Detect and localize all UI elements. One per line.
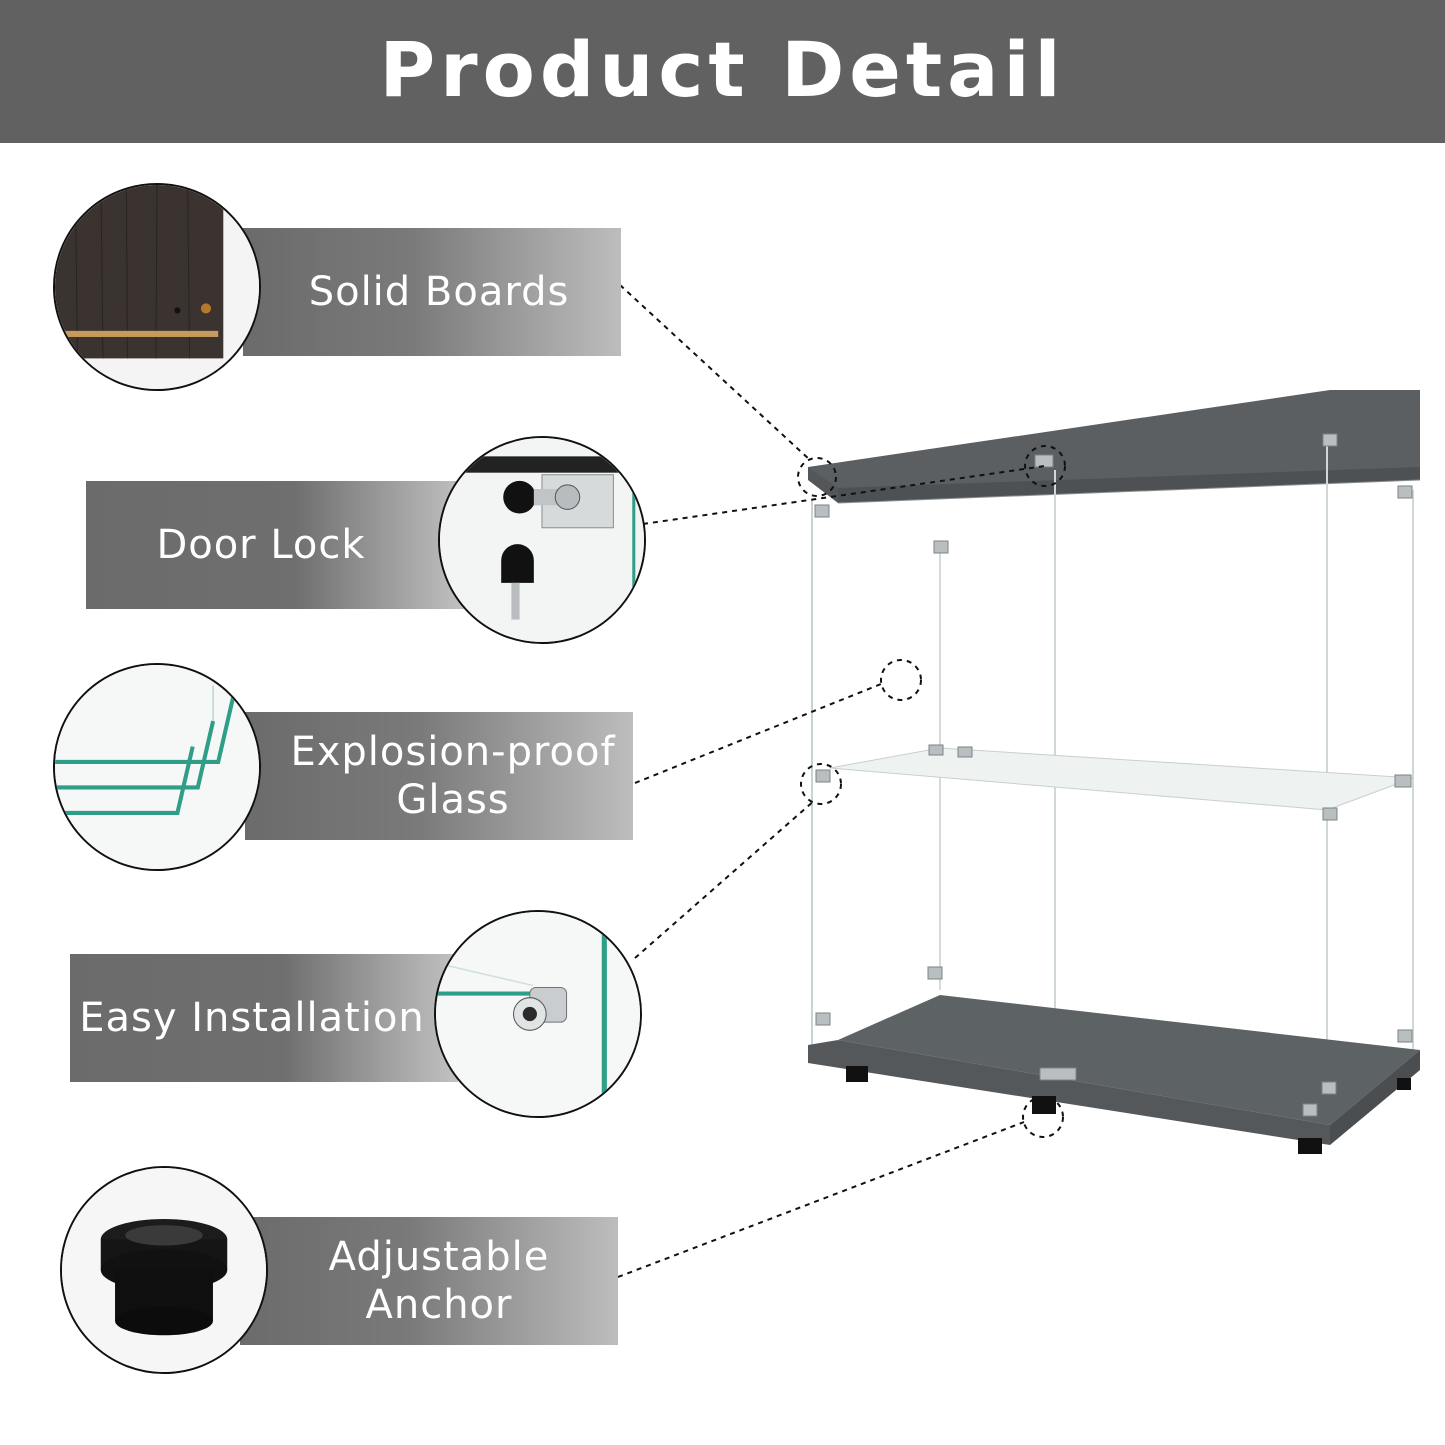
- wood-board-icon: [53, 183, 261, 391]
- glass-connector-icon: [434, 910, 642, 1118]
- header-bar: Product Detail: [0, 0, 1445, 143]
- feature-label-easy-installation: Easy Installation: [70, 954, 458, 1082]
- feature-text-door-lock: Door Lock: [156, 522, 366, 568]
- feature-text-explosion-proof-glass: Explosion-proof Glass: [290, 729, 616, 823]
- feature-label-door-lock: Door Lock: [86, 481, 466, 609]
- feature-text-adjustable-anchor: Adjustable Anchor: [328, 1234, 550, 1328]
- feature-text-easy-installation: Easy Installation: [79, 995, 425, 1041]
- feature-label-solid-boards: Solid Boards: [243, 228, 621, 356]
- feature-label-explosion-proof-glass: Explosion-proof Glass: [245, 712, 633, 840]
- key-lock-icon: [438, 436, 646, 644]
- glass-panes-icon: [53, 663, 261, 871]
- foot-anchor-icon: [60, 1166, 268, 1374]
- feature-label-adjustable-anchor: Adjustable Anchor: [240, 1217, 618, 1345]
- page-title: Product Detail: [379, 24, 1066, 114]
- feature-text-solid-boards: Solid Boards: [308, 269, 570, 315]
